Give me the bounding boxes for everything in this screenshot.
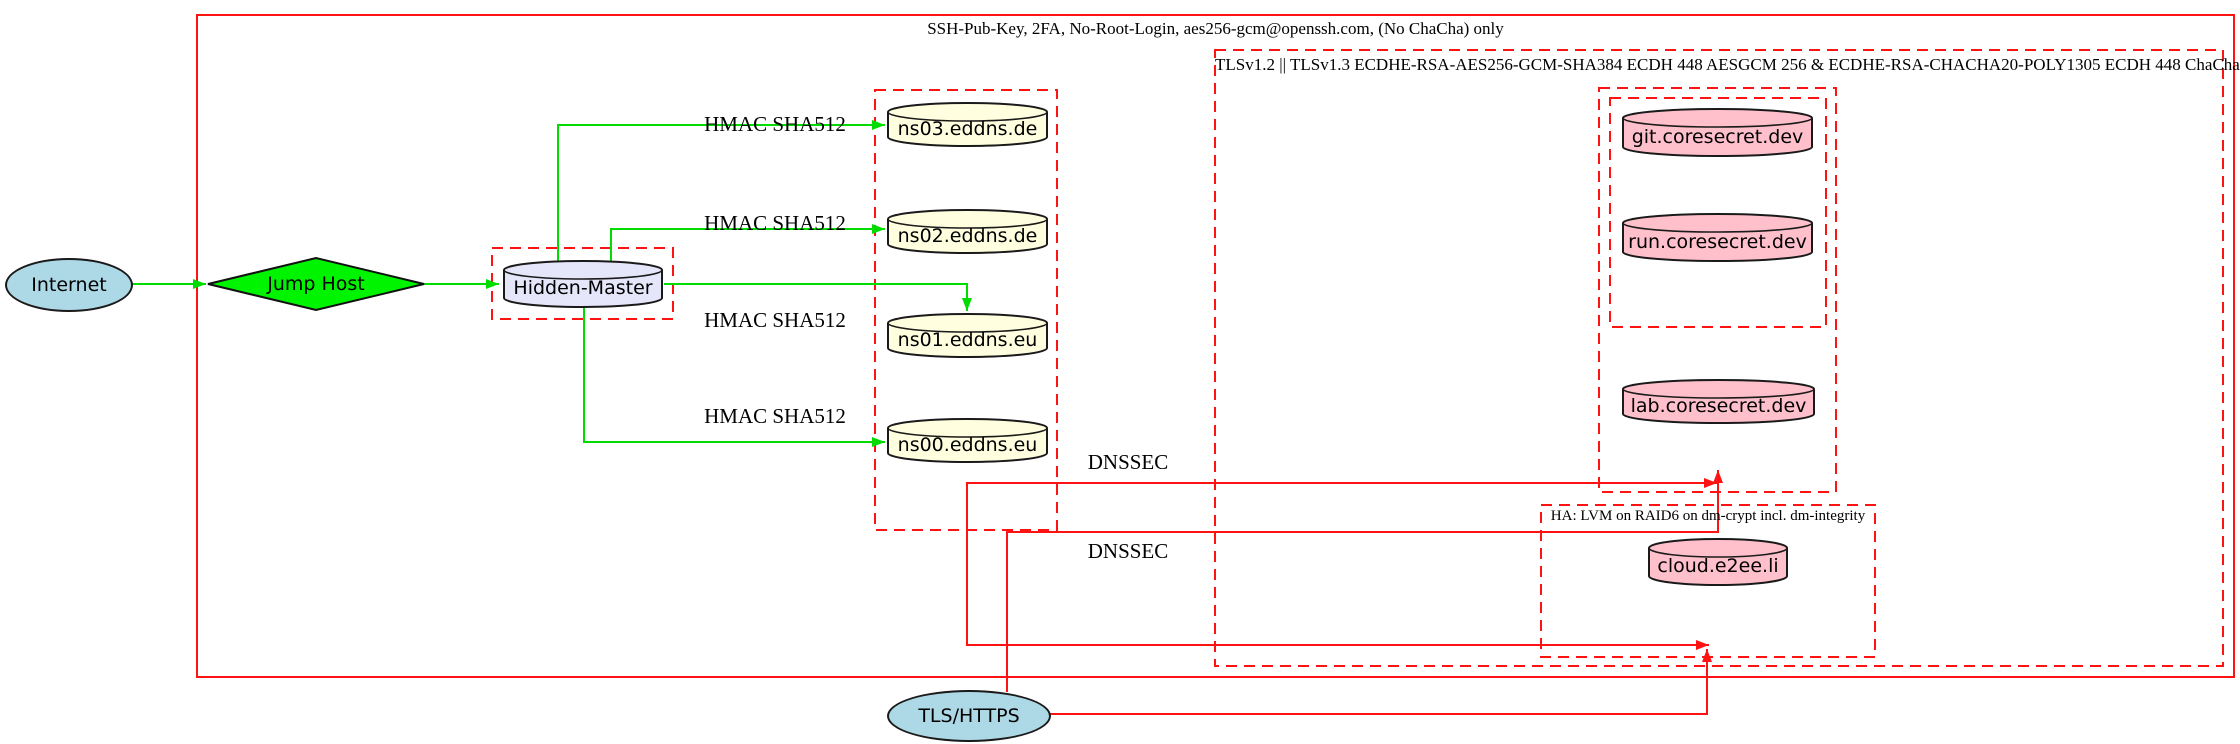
edge-tls-corecluster — [1006, 470, 1723, 692]
node-run-coresecret-label: run.coresecret.dev — [1628, 230, 1807, 253]
node-cloud-e2ee: cloud.e2ee.li — [1648, 538, 1788, 586]
edge-label-hmac-ns03: HMAC SHA512 — [704, 112, 846, 136]
edge-hiddenmaster-ns03 — [557, 120, 885, 261]
node-jump-host: Jump Host — [208, 258, 424, 310]
node-hidden-master: Hidden-Master — [503, 260, 663, 308]
edge-hiddenmaster-ns02 — [610, 224, 885, 261]
edge-hiddenmaster-ns00 — [583, 308, 885, 447]
node-internet: Internet — [5, 258, 133, 312]
edge-label-dnssec-1: DNSSEC — [1087, 450, 1169, 474]
coresecret-inner-cluster-box — [1609, 97, 1827, 328]
node-ns03: ns03.eddns.de — [887, 102, 1048, 147]
node-ns00-label: ns00.eddns.eu — [897, 433, 1038, 456]
edge-label-dnssec-2: DNSSEC — [1087, 539, 1169, 563]
ssh-cluster-box — [196, 14, 2235, 678]
edge-label-hmac-ns01: HMAC SHA512 — [704, 308, 846, 332]
node-ns01: ns01.eddns.eu — [887, 313, 1048, 358]
node-lab-coresecret: lab.coresecret.dev — [1622, 379, 1815, 424]
node-ns02: ns02.eddns.de — [887, 209, 1048, 254]
ssh-cluster-label: SSH-Pub-Key, 2FA, No-Root-Login, aes256-… — [927, 19, 1504, 38]
node-run-coresecret: run.coresecret.dev — [1622, 213, 1813, 262]
node-tls-https: TLS/HTTPS — [887, 690, 1051, 742]
node-hidden-master-label: Hidden-Master — [513, 277, 653, 300]
node-internet-label: Internet — [31, 273, 107, 296]
edge-tls-hacluster — [1047, 649, 1712, 715]
node-jump-host-label: Jump Host — [267, 273, 365, 295]
tls-cluster-box — [1214, 49, 2224, 667]
node-git-coresecret-label: git.coresecret.dev — [1631, 125, 1804, 148]
node-git-coresecret: git.coresecret.dev — [1622, 108, 1813, 157]
node-tls-https-label: TLS/HTTPS — [918, 704, 1020, 727]
ha-cluster-label: HA: LVM on RAID6 on dm-crypt incl. dm-in… — [1550, 508, 1866, 524]
edge-label-hmac-ns02: HMAC SHA512 — [704, 211, 846, 235]
edge-label-hmac-ns00: HMAC SHA512 — [704, 404, 846, 428]
node-ns01-label: ns01.eddns.eu — [897, 328, 1038, 351]
node-ns03-label: ns03.eddns.de — [897, 117, 1038, 140]
node-lab-coresecret-label: lab.coresecret.dev — [1630, 394, 1807, 417]
node-ns02-label: ns02.eddns.de — [897, 224, 1038, 247]
node-ns00: ns00.eddns.eu — [887, 418, 1048, 463]
tls-cluster-label: TLSv1.2 || TLSv1.3 ECDHE-RSA-AES256-GCM-… — [1215, 55, 2240, 74]
node-cloud-e2ee-label: cloud.e2ee.li — [1657, 555, 1779, 578]
edge-dnssec-hacluster — [966, 483, 1709, 650]
jump-host-diamond — [207, 256, 425, 312]
edge-hiddenmaster-ns01 — [664, 283, 972, 311]
